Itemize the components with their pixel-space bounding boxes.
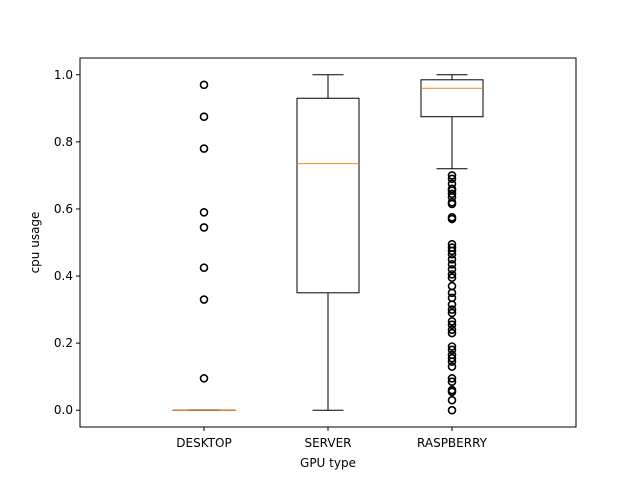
- outlier-point: [447, 260, 457, 269]
- outlier-point: [447, 249, 457, 259]
- outlier-point: [447, 288, 457, 298]
- outlier-point: [447, 254, 457, 264]
- outlier-point: [199, 295, 209, 304]
- outlier-point: [199, 80, 209, 90]
- outlier-point: [447, 387, 457, 397]
- outlier-point: [447, 353, 457, 363]
- y-tick-label: 0.2: [54, 336, 73, 350]
- outlier-point: [447, 328, 457, 338]
- y-tick-label: 0.0: [54, 403, 73, 417]
- outlier-point: [447, 342, 457, 351]
- outlier-point: [447, 300, 457, 309]
- outlier-point: [447, 214, 457, 224]
- x-tick-label: DESKTOP: [176, 436, 231, 450]
- outlier-point: [447, 174, 457, 184]
- outlier-point: [447, 325, 457, 335]
- outlier-point: [199, 263, 209, 272]
- x-tick-label: RASPBERRY: [417, 436, 488, 450]
- outlier-point: [447, 246, 457, 256]
- outlier-point: [447, 273, 457, 283]
- outlier-point: [199, 374, 209, 383]
- outlier-point: [447, 308, 457, 318]
- y-tick-label: 0.8: [54, 135, 73, 149]
- outlier-point: [447, 189, 457, 199]
- outlier-point: [447, 320, 457, 329]
- outlier-point: [199, 112, 209, 122]
- outlier-point: [447, 405, 457, 415]
- y-axis-label: cpu usage: [28, 212, 42, 274]
- outlier-point: [447, 345, 457, 355]
- outlier-point: [447, 395, 457, 405]
- outlier-point: [199, 144, 209, 153]
- outlier-point: [199, 223, 209, 232]
- outlier-point: [447, 362, 457, 371]
- y-tick-label: 1.0: [54, 68, 73, 82]
- outlier-point: [447, 317, 457, 326]
- iqr-box: [296, 97, 360, 294]
- y-tick-label: 0.4: [54, 269, 73, 283]
- axes-frame: [79, 57, 577, 428]
- y-tick-label: 0.6: [54, 202, 73, 216]
- x-axis-label: GPU type: [300, 456, 356, 470]
- outlier-point: [447, 374, 457, 383]
- outlier-point: [447, 171, 457, 180]
- outlier-point: [447, 199, 457, 209]
- x-tick-label: SERVER: [304, 436, 351, 450]
- iqr-box: [420, 79, 484, 118]
- outlier-point: [199, 208, 209, 217]
- outlier-point: [447, 305, 457, 314]
- outlier-point: [447, 377, 457, 387]
- outlier-point: [447, 265, 457, 274]
- outlier-point: [447, 270, 457, 279]
- outlier-point: [447, 357, 457, 366]
